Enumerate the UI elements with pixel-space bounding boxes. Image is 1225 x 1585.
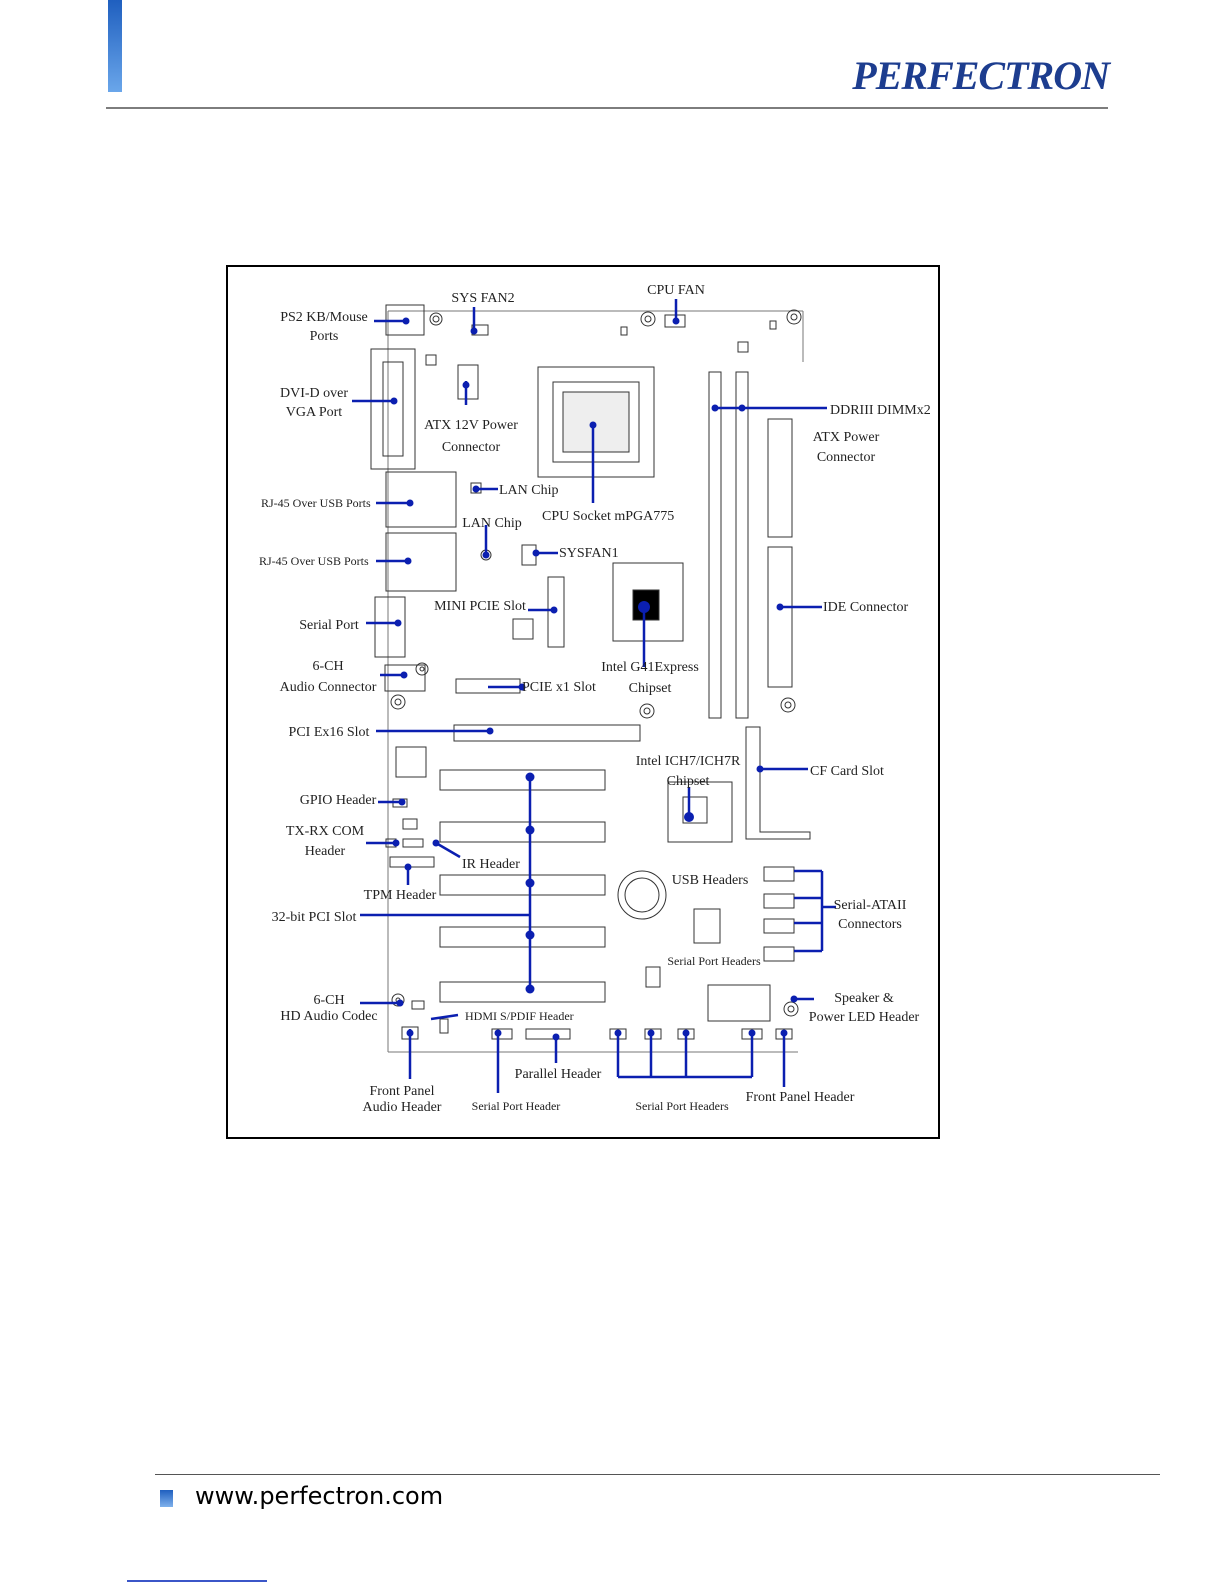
cmos-battery: [617, 870, 667, 920]
label-atx-power-line2: Connector: [817, 450, 876, 465]
label-cpu-fan: CPU FAN: [647, 283, 705, 298]
ide-connector: [767, 546, 793, 688]
sata-3: [763, 918, 795, 934]
label-sata-line2: Connectors: [838, 917, 902, 932]
label-gpio: GPIO Header: [300, 793, 377, 808]
serial-port: [374, 596, 406, 658]
label-serial-port-headers-bottom: Serial Port Headers: [635, 1099, 729, 1113]
label-hdmi: HDMI S/PDIF Header: [465, 1009, 574, 1023]
label-g41-line2: Chipset: [629, 681, 672, 696]
label-hd-audio-line2: HD Audio Codec: [280, 1009, 377, 1024]
label-sys-fan2: SYS FAN2: [451, 291, 514, 306]
label-pcie-x1: PCIE x1 Slot: [522, 680, 596, 695]
tpm-header: [389, 856, 435, 868]
label-hd-audio-line1: 6-CH: [313, 993, 344, 1008]
label-speaker-line2: Power LED Header: [809, 1010, 920, 1025]
rj45-usb-1: [385, 471, 457, 528]
bottom-link-underline: [127, 1580, 267, 1582]
label-atx12v-line1: ATX 12V Power: [424, 418, 518, 433]
dimm-slot-1: [708, 371, 722, 719]
label-audio-line1: 6-CH: [312, 659, 343, 674]
label-dvi-line1: DVI-D over: [280, 386, 348, 401]
label-front-audio-line2: Audio Header: [363, 1100, 442, 1115]
label-cpu-socket: CPU Socket mPGA775: [542, 509, 674, 524]
diagram-svg: PS2 KB/Mouse Ports SYS FAN2 CPU FAN DVI-…: [259, 283, 931, 1115]
header-divider: [106, 107, 1108, 109]
cpu-socket: [537, 366, 655, 478]
label-speaker-line1: Speaker &: [834, 991, 894, 1006]
label-front-audio-line1: Front Panel: [370, 1084, 435, 1099]
dvi-vga-port: [370, 348, 416, 470]
label-serial-port: Serial Port: [299, 618, 359, 633]
label-lan-chip-2: LAN Chip: [462, 516, 522, 531]
label-mini-pcie: MINI PCIE Slot: [434, 599, 526, 614]
label-rj45-1: RJ-45 Over USB Ports: [261, 496, 371, 510]
label-cf-card: CF Card Slot: [810, 764, 884, 779]
label-ddr: DDRIII DIMMx2: [830, 403, 931, 418]
pci-slot-4: [439, 926, 606, 948]
label-parallel: Parallel Header: [515, 1067, 602, 1082]
atx-power-connector: [767, 418, 793, 538]
label-sysfan1: SYSFAN1: [559, 546, 619, 561]
leader-dots: [390, 317, 798, 1041]
perfectron-logo: PERFECTRON: [852, 53, 1110, 98]
label-sata-line1: Serial-ATAII: [834, 898, 907, 913]
sata-1: [763, 866, 795, 882]
dimm-slot-2: [735, 371, 749, 719]
g41-chipset: [612, 562, 684, 642]
serial-port-header-cluster: [707, 984, 771, 1022]
component-labels: PS2 KB/Mouse Ports SYS FAN2 CPU FAN DVI-…: [259, 283, 931, 1115]
label-pci32: 32-bit PCI Slot: [272, 910, 357, 925]
label-txrx-line1: TX-RX COM: [286, 824, 365, 839]
label-ide: IDE Connector: [823, 600, 908, 615]
label-ps2-line1: PS2 KB/Mouse: [280, 310, 368, 325]
header-accent-bar: [108, 0, 122, 92]
footer-square-icon: [160, 1490, 173, 1507]
board-outline: [387, 310, 804, 1053]
cf-card-slot: [745, 726, 811, 840]
audio-connector: [384, 664, 426, 692]
label-dvi-line2: VGA Port: [286, 405, 343, 420]
label-ich7-line1: Intel ICH7/ICH7R: [636, 754, 741, 769]
motherboard-layout-diagram: PS2 KB/Mouse Ports SYS FAN2 CPU FAN DVI-…: [226, 265, 940, 1139]
footer-divider: [155, 1474, 1160, 1475]
pci-ex16-slot: [453, 724, 641, 742]
usb-headers: [693, 908, 721, 944]
parallel-header: [525, 1028, 571, 1040]
leader-lines: [352, 299, 836, 1093]
label-tpm: TPM Header: [364, 888, 437, 903]
pci-slot-1: [439, 769, 606, 791]
pci-slot-2: [439, 821, 606, 843]
label-ich7-line2: Chipset: [667, 774, 710, 789]
label-serial-port-header: Serial Port Header: [472, 1099, 561, 1113]
label-atx12v-line2: Connector: [442, 440, 501, 455]
label-atx-power-line1: ATX Power: [813, 430, 880, 445]
label-txrx-line2: Header: [305, 844, 346, 859]
label-ps2-line2: Ports: [310, 329, 339, 344]
label-serial-port-headers-top: Serial Port Headers: [667, 954, 761, 968]
label-g41-line1: Intel G41Express: [601, 660, 699, 675]
label-pci-ex16: PCI Ex16 Slot: [289, 725, 370, 740]
pci-slot-3: [439, 874, 606, 896]
label-front-panel: Front Panel Header: [746, 1090, 855, 1105]
ich7-chipset: [667, 781, 733, 843]
label-usb-headers: USB Headers: [672, 873, 749, 888]
label-audio-line2: Audio Connector: [280, 680, 377, 695]
pci-slot-5: [439, 981, 606, 1003]
label-ir: IR Header: [462, 857, 520, 872]
atx12v-connector: [457, 364, 479, 400]
mini-pcie-slot: [547, 576, 565, 648]
sata-2: [763, 893, 795, 909]
board-components: [370, 304, 811, 1040]
label-rj45-2: RJ-45 Over USB Ports: [259, 554, 369, 568]
label-lan-chip-1: LAN Chip: [499, 483, 559, 498]
sata-4: [763, 946, 795, 962]
footer-url[interactable]: www.perfectron.com: [195, 1482, 444, 1510]
